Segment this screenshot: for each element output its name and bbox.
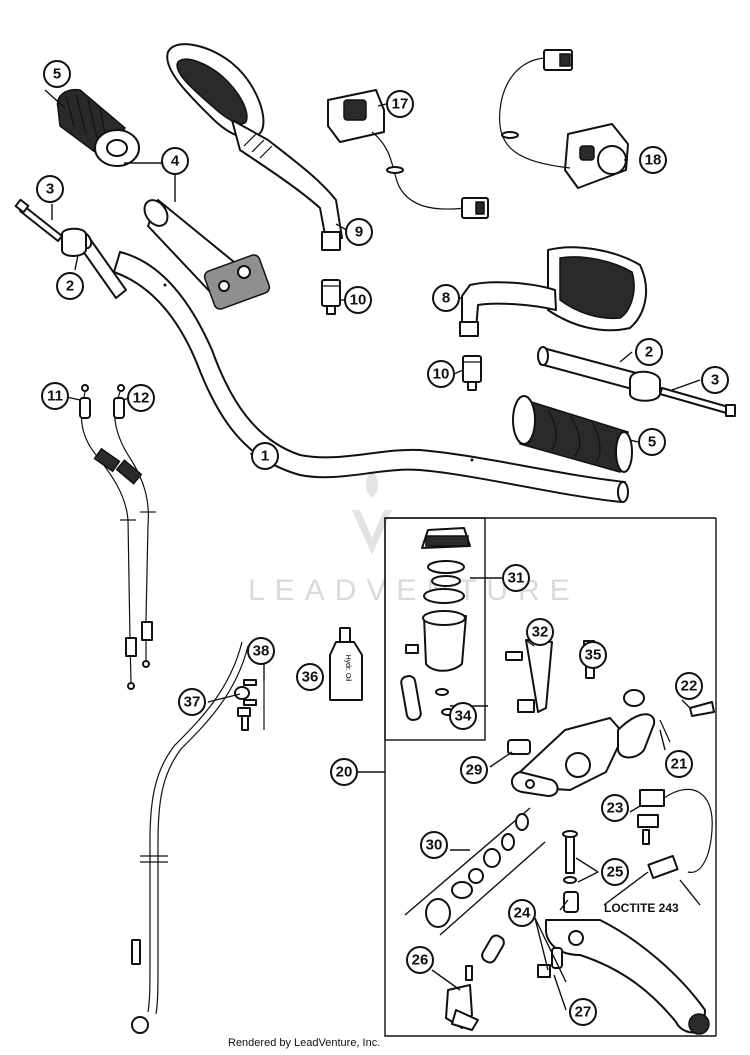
callout-label: 27 [575, 1004, 592, 1021]
mirror-adapter-left [321, 279, 341, 315]
callout-label: 5 [648, 434, 656, 451]
callout: 10 [427, 360, 455, 388]
callout-label: 17 [392, 96, 409, 113]
callout-label: 2 [645, 344, 653, 361]
callout-label: 34 [455, 708, 472, 725]
callout-label: 11 [47, 388, 63, 405]
callout: 34 [449, 702, 477, 730]
callout-label: 32 [532, 624, 549, 641]
callout: 37 [178, 688, 206, 716]
loctite-note: LOCTITE 243 [604, 901, 679, 915]
callout-label: 5 [53, 66, 61, 83]
callout: 10 [344, 286, 372, 314]
callout: 36 [296, 663, 324, 691]
brake-light-switch [637, 788, 713, 880]
lever-adjuster [445, 934, 505, 1031]
handlebar-end-right [617, 481, 629, 503]
callout: 4 [161, 147, 189, 175]
callout-label: 24 [514, 905, 531, 922]
callout-label: 4 [171, 153, 180, 170]
credit-text: Rendered by LeadVenture, Inc. [228, 1037, 380, 1049]
callout-label: 20 [336, 764, 353, 781]
callout: 3 [36, 175, 64, 203]
callout: 35 [579, 641, 607, 669]
callout-label: 3 [46, 181, 54, 198]
callout-label: 12 [133, 390, 150, 407]
throttle-grip [143, 199, 271, 310]
callout: 22 [675, 672, 703, 700]
mirror-adapter-right [462, 355, 482, 391]
callout: 23 [601, 794, 629, 822]
callout-label: 30 [426, 837, 443, 854]
callout-label: 10 [433, 366, 450, 383]
callout: 32 [526, 618, 554, 646]
switch-left [327, 89, 489, 219]
callout-label: 29 [466, 762, 483, 779]
bar-end-left [14, 198, 127, 299]
callout-label: 9 [355, 224, 363, 241]
callout: 2 [56, 272, 84, 300]
callout: 8 [432, 284, 460, 312]
callout: 31 [502, 564, 530, 592]
callout: 25 [601, 858, 629, 886]
callout: 5 [43, 60, 71, 88]
callout-label: 25 [607, 864, 624, 881]
callout: 20 [330, 758, 358, 786]
callout: 26 [406, 946, 434, 974]
watermark: LEADVENTURE [248, 470, 570, 607]
piston-kit [404, 807, 546, 936]
callout-label: 21 [671, 756, 688, 773]
callout-label: 31 [508, 570, 525, 587]
brake-hose [131, 641, 265, 1034]
callout-label: 8 [442, 290, 450, 307]
callout: 9 [345, 218, 373, 246]
callout-label: 35 [585, 647, 602, 664]
callout-label: 38 [253, 643, 270, 660]
callout: 17 [386, 90, 414, 118]
callout-label: 3 [711, 372, 719, 389]
callout: 21 [665, 750, 693, 778]
callout-label: 23 [607, 800, 624, 817]
callout: 29 [460, 756, 488, 784]
reservoir-parts [400, 527, 471, 721]
oil-bottle: Hydr. Oil [329, 627, 363, 701]
callout-label: 18 [645, 152, 662, 169]
callout: 2 [635, 338, 663, 366]
callout-label: 26 [412, 952, 429, 969]
callout: 27 [569, 998, 597, 1026]
mirror-left [166, 43, 343, 251]
callout: 1 [251, 442, 279, 470]
grip-left [56, 88, 140, 167]
master-cylinder-box [384, 517, 717, 1037]
bar-end-right [537, 346, 736, 417]
grip-right [512, 395, 633, 473]
brake-lever [537, 830, 710, 1035]
callout: 38 [247, 637, 275, 665]
callout: 5 [638, 428, 666, 456]
callout-label: 2 [66, 278, 74, 295]
throttle-cables [79, 384, 156, 690]
switch-right [499, 49, 629, 189]
callout: 18 [639, 146, 667, 174]
callout-label: 22 [681, 678, 698, 695]
callout: 30 [420, 831, 448, 859]
callout: 3 [701, 366, 729, 394]
mirror-right [459, 246, 648, 337]
bottle-label: Hydr. Oil [344, 655, 351, 682]
callout-label: 1 [261, 448, 269, 465]
callout-label: 37 [184, 694, 201, 711]
callout-label: 36 [302, 669, 319, 686]
callout: 12 [127, 384, 155, 412]
callout-label: 10 [350, 292, 367, 309]
callout: 11 [41, 382, 69, 410]
callout: 24 [508, 899, 536, 927]
